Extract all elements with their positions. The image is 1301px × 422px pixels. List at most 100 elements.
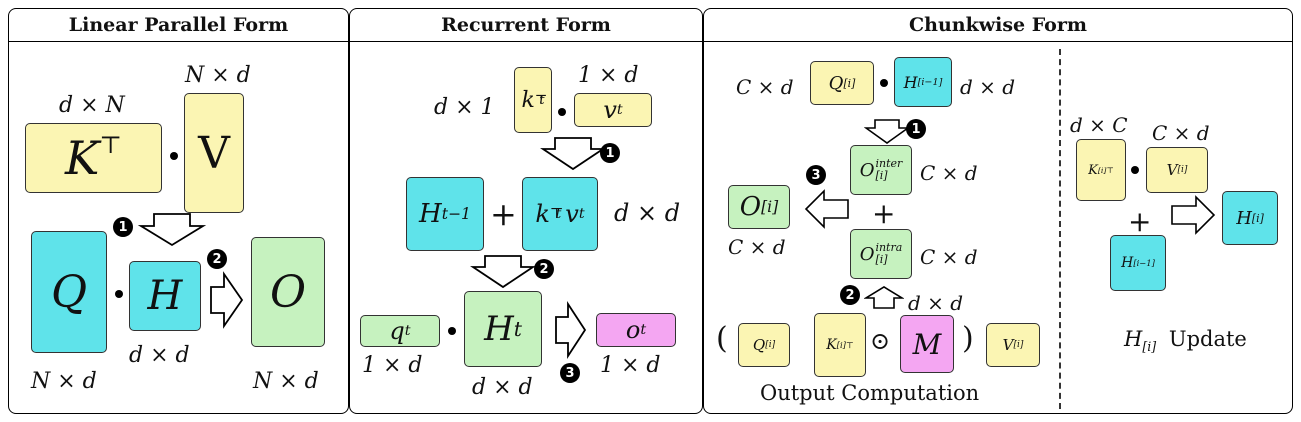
q-label: Q (828, 72, 844, 94)
o-dim-label: N × d (253, 369, 319, 394)
transpose-sup: ⊤ (845, 340, 854, 350)
q-label: Q (752, 336, 766, 354)
v-dim-label: 1 × d (578, 63, 639, 88)
v-label: V (1166, 161, 1178, 179)
intra-sup: intra (875, 241, 903, 254)
h-update-caption: H[i] Update (1124, 327, 1247, 354)
h-prev-top-box: H[i−1] (894, 57, 952, 107)
c-by-d-right-label: C × d (1152, 121, 1210, 145)
plus-sign: + (872, 197, 896, 230)
i-sub: [i] (843, 76, 856, 90)
right-arrow-icon (1171, 195, 1216, 235)
paren-open: ( (716, 321, 728, 356)
i-sub: [i] (761, 198, 779, 216)
up-arrow-icon (864, 286, 904, 309)
q-label: q (389, 317, 405, 345)
v-label: v (565, 200, 579, 228)
d-by-d-mid-label: d × d (908, 291, 964, 315)
i-sub: [i] (875, 169, 888, 182)
chunkwise-panel: Chunkwise Form C × d Q[i] H[i−1] d × d 1… (703, 8, 1293, 414)
t-sub: t (578, 206, 585, 222)
linear-parallel-panel: Linear Parallel Form d × N N × d K⊤ V 1 … (8, 8, 349, 414)
o-label: O (859, 159, 875, 181)
step-1-badge: 1 (113, 217, 133, 237)
transpose-sup: ⊤ (549, 206, 564, 222)
vt-label: v (603, 96, 617, 124)
h-label: H (903, 72, 918, 92)
output-computation-caption: Output Computation (760, 381, 980, 405)
right-arrow-icon (210, 271, 244, 329)
h-label: H (1236, 207, 1252, 229)
kt-label: k (521, 87, 535, 113)
h-label: H (1121, 255, 1134, 271)
kt-dim-label: d × N (59, 93, 125, 118)
q-i-top-box: Q[i] (810, 61, 874, 105)
step-2-badge: 2 (840, 285, 860, 305)
v-label: V (1002, 336, 1014, 354)
t-sub: t (539, 92, 545, 108)
step-3-badge: 3 (806, 165, 826, 185)
o-box: O (251, 237, 325, 347)
q-label: Q (50, 266, 88, 318)
h-dim-label: d × d (614, 199, 681, 227)
m-mask-box: M (900, 315, 954, 373)
k-label: k (535, 200, 550, 228)
q-dim-label: 1 × d (362, 353, 423, 378)
o-dim-label: 1 × d (600, 353, 661, 378)
t-sub: t (555, 206, 562, 222)
k-label: K (826, 337, 837, 353)
v-dim-label: N × d (185, 63, 251, 88)
i-minus-1-sub: [i−1] (917, 76, 943, 88)
o-label: o (625, 316, 641, 344)
v-i-right-box: V[i] (1146, 147, 1208, 193)
h-box: H (129, 261, 201, 331)
panel-title: Chunkwise Form (704, 9, 1292, 42)
plus-sign: + (1128, 205, 1152, 238)
multiply-dot (558, 108, 566, 116)
left-arrow-icon (804, 189, 849, 229)
h-label: H (484, 309, 514, 349)
i-sub: [i] (1142, 339, 1157, 355)
plus-sign: + (490, 195, 517, 233)
q-box: Q (31, 231, 107, 353)
d-by-d-label: d × d (960, 75, 1016, 99)
q-dim-label: N × d (31, 369, 97, 394)
k-label: K (65, 131, 100, 185)
hadamard-symbol: ⊙ (870, 327, 891, 355)
m-label: M (912, 327, 942, 361)
h-i-new-box: H[i] (1222, 191, 1278, 245)
step-1-badge: 1 (600, 143, 620, 163)
t-sub: t (640, 322, 647, 338)
o-output-dim-label: C × d (728, 235, 786, 259)
kt-box: k⊤t (514, 67, 552, 133)
multiply-dot (1131, 166, 1139, 174)
o-label: O (859, 243, 875, 265)
ht-dim-label: d × d (472, 375, 533, 400)
i-sub: [i] (1013, 340, 1024, 350)
h-dim-label: d × d (129, 343, 190, 368)
i-sub: [i] (836, 340, 846, 350)
k-i-bottom-box: K[i]⊤ (814, 313, 866, 377)
i-sub: [i] (1097, 165, 1107, 175)
right-arrow-icon (555, 301, 587, 359)
v-i-bottom-box: V[i] (986, 323, 1040, 367)
h-prev-label: H (419, 199, 442, 229)
c-by-d-label: C × d (736, 75, 794, 99)
o-inter-dim-label: C × d (920, 161, 978, 185)
down-arrow-icon (470, 255, 536, 289)
down-arrow-icon (137, 213, 207, 247)
step-1-badge: 1 (906, 119, 926, 139)
step-3-badge: 3 (560, 363, 580, 383)
v-label: V (198, 127, 230, 179)
h-label: H (147, 273, 183, 319)
k-label: K (1088, 162, 1098, 178)
h-label: H (1124, 327, 1143, 351)
i-sub: [i] (1177, 165, 1188, 175)
